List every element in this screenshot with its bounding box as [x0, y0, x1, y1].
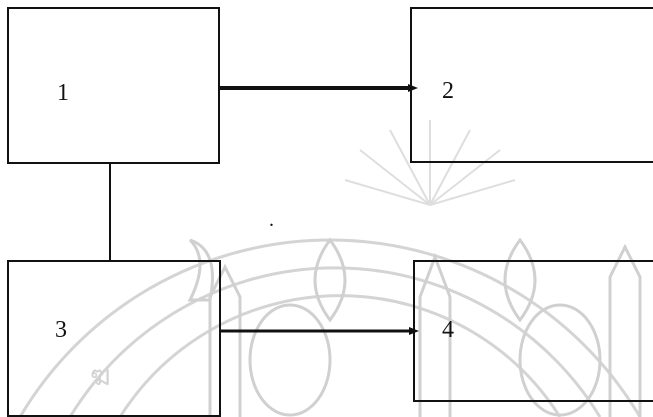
node-box-2: 2	[410, 7, 653, 163]
node-label-2: 2	[442, 79, 454, 103]
node-label-1: 1	[57, 81, 69, 105]
node-label-3: 3	[55, 318, 67, 342]
node-box-3: 3	[7, 260, 221, 417]
stray-dot: .	[269, 209, 274, 231]
node-label-4: 4	[442, 318, 454, 342]
node-box-4: 4	[413, 260, 653, 402]
node-box-1: 1	[7, 7, 220, 164]
